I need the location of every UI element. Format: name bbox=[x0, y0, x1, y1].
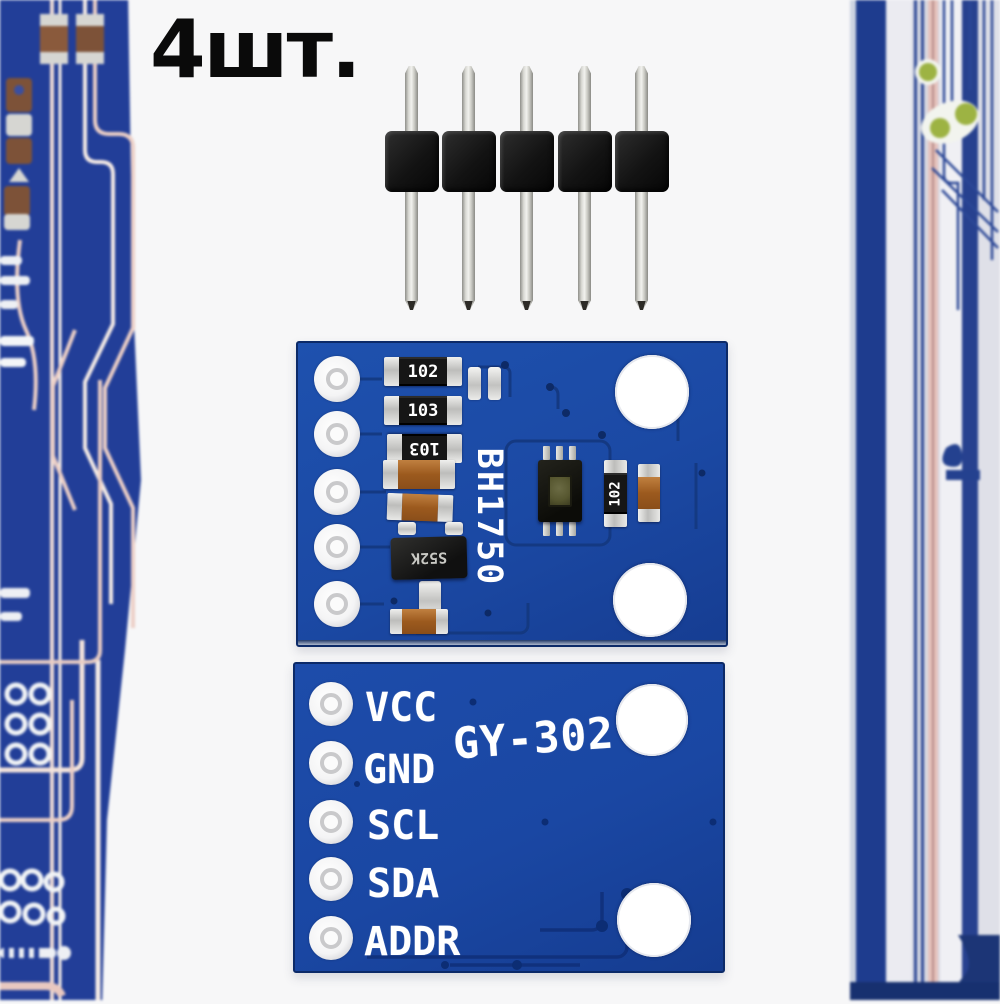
front-pad-hole bbox=[326, 481, 348, 503]
pin-label-gnd: GND bbox=[363, 747, 436, 793]
back-mounting-hole-bottom bbox=[617, 883, 691, 957]
pin-label-scl: SCL bbox=[367, 803, 440, 849]
soic-lead bbox=[556, 522, 563, 536]
sensor-module-back: VCC GND SCL SDA ADDR GY-302 bbox=[293, 662, 725, 973]
spare-pad-1 bbox=[468, 367, 481, 400]
front-mounting-hole-bottom bbox=[613, 563, 687, 637]
pin-label-sda: SDA bbox=[367, 861, 440, 907]
front-pad-2 bbox=[314, 411, 360, 457]
background-pcb-left bbox=[0, 0, 160, 1004]
capacitor-3 bbox=[390, 609, 448, 634]
solder-end bbox=[604, 460, 627, 473]
solder-end bbox=[604, 514, 627, 527]
board-edge-highlight bbox=[298, 640, 726, 645]
capacitor-body bbox=[398, 460, 440, 489]
solder-end bbox=[638, 509, 660, 522]
solder-end bbox=[638, 464, 660, 477]
solder-end bbox=[386, 492, 403, 521]
back-pad-hole bbox=[320, 811, 342, 833]
resistor-102-vertical: 102 bbox=[604, 460, 627, 527]
soic-lead bbox=[569, 446, 576, 460]
pin-tip bbox=[522, 301, 531, 310]
header-plastic-block-3 bbox=[500, 131, 554, 192]
back-pad-hole bbox=[320, 927, 342, 949]
solder-end bbox=[437, 494, 454, 523]
solder-end bbox=[447, 434, 462, 463]
background-pcb-right-art bbox=[850, 0, 1000, 1004]
solder-end bbox=[387, 434, 402, 463]
header-plastic-block-2 bbox=[442, 131, 496, 192]
sot23-pad-left bbox=[398, 522, 416, 535]
resistor-label: 103 bbox=[399, 396, 447, 425]
back-pad-sda bbox=[309, 857, 353, 901]
back-pad-gnd bbox=[309, 741, 353, 785]
sensor-module-front: 102 103 103 S52K BH1750 bbox=[296, 341, 728, 647]
transistor-sot23: S52K bbox=[390, 536, 468, 580]
pin-tip bbox=[464, 301, 473, 310]
front-pad-1 bbox=[314, 356, 360, 402]
soic-lead bbox=[543, 522, 550, 536]
resistor-103-a: 103 bbox=[384, 396, 462, 425]
soic-lead bbox=[543, 446, 550, 460]
front-pad-hole bbox=[326, 536, 348, 558]
pin-label-addr: ADDR bbox=[364, 919, 461, 965]
front-pad-hole bbox=[326, 593, 348, 615]
front-mounting-hole-top bbox=[615, 355, 689, 429]
background-pcb-right bbox=[850, 0, 1000, 1004]
capacitor-body bbox=[401, 493, 439, 522]
resistor-label: 102 bbox=[604, 473, 627, 514]
solder-end bbox=[447, 357, 462, 386]
solder-end bbox=[440, 460, 455, 489]
front-pad-hole bbox=[326, 423, 348, 445]
header-plastic-block-1 bbox=[385, 131, 439, 192]
resistor-102: 102 bbox=[384, 357, 462, 386]
header-plastic-block-4 bbox=[558, 131, 612, 192]
solder-end bbox=[390, 609, 402, 634]
soic-lead bbox=[556, 446, 563, 460]
spare-pad-2 bbox=[488, 367, 501, 400]
solder-end bbox=[384, 357, 399, 386]
pin-tip bbox=[407, 301, 416, 310]
back-mounting-hole-top bbox=[616, 684, 688, 756]
front-pad-4 bbox=[314, 524, 360, 570]
capacitor-1 bbox=[383, 460, 455, 489]
sot23-pad-bottom bbox=[419, 581, 441, 617]
front-pad-3 bbox=[314, 469, 360, 515]
resistor-label: 103 bbox=[402, 434, 447, 463]
solder-end bbox=[383, 460, 398, 489]
capacitor-body bbox=[638, 477, 660, 509]
silkscreen-chip-name: BH1750 bbox=[469, 447, 509, 587]
back-pad-hole bbox=[320, 752, 342, 774]
quantity-label: 4шт. bbox=[150, 3, 361, 96]
pin-tip bbox=[580, 301, 589, 310]
pin-header bbox=[380, 60, 680, 315]
front-pad-5 bbox=[314, 581, 360, 627]
capacitor-2 bbox=[386, 492, 454, 523]
sot23-pad-right bbox=[445, 522, 463, 535]
back-pad-addr bbox=[309, 916, 353, 960]
pin-tip bbox=[637, 301, 646, 310]
transistor-label: S52K bbox=[410, 548, 448, 568]
back-pad-hole bbox=[320, 868, 342, 890]
back-pad-scl bbox=[309, 800, 353, 844]
back-pad-vcc bbox=[309, 682, 353, 726]
capacitor-body bbox=[402, 609, 436, 634]
header-plastic-block-5 bbox=[615, 131, 669, 192]
pin-label-vcc: VCC bbox=[365, 685, 438, 731]
back-pad-hole bbox=[320, 693, 342, 715]
soic-lead bbox=[569, 522, 576, 536]
solder-end bbox=[436, 609, 448, 634]
background-pcb-left-art bbox=[0, 0, 141, 1004]
solder-end bbox=[384, 396, 399, 425]
light-sensor-window bbox=[548, 475, 572, 507]
resistor-label-text: 102 bbox=[607, 480, 624, 507]
resistor-103-b: 103 bbox=[387, 434, 462, 463]
bh1750-sensor-chip bbox=[538, 460, 582, 522]
front-pad-hole bbox=[326, 368, 348, 390]
resistor-label: 102 bbox=[399, 357, 447, 386]
solder-end bbox=[447, 396, 462, 425]
capacitor-4 bbox=[638, 464, 660, 522]
